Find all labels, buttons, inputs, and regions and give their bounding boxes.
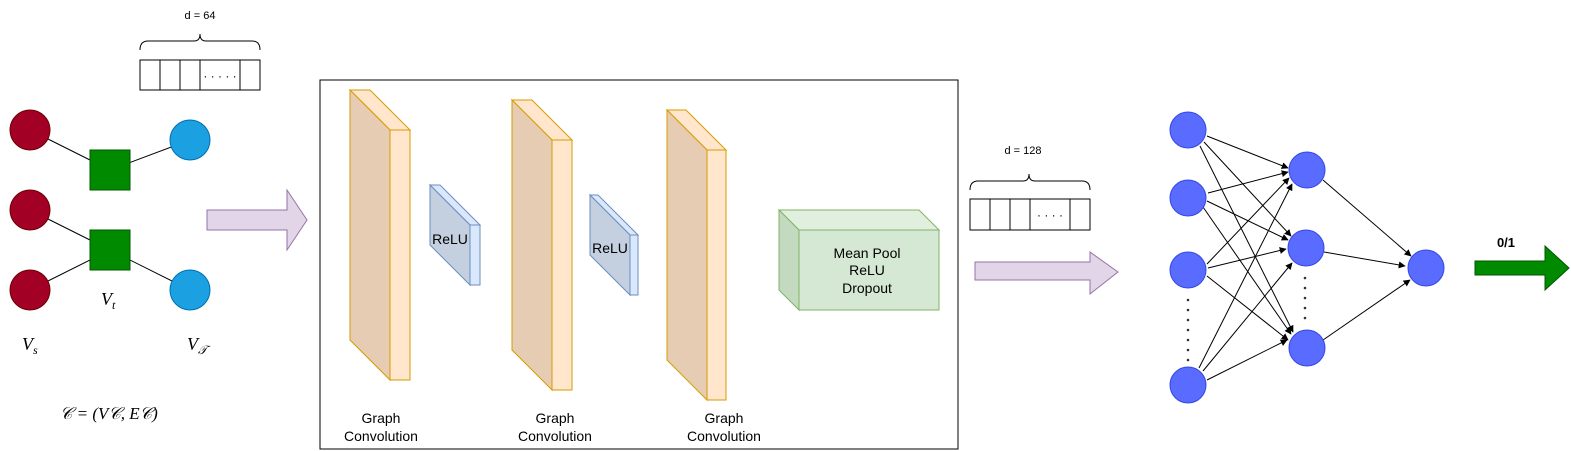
pooling-block [777,208,941,312]
embedding-vector-group: d = 128 · · · · [969,145,1091,231]
graph-conv-layer-3 [665,108,728,402]
mlp-edges [1198,135,1412,381]
conv-1-label-line1: Graph [362,410,401,426]
pool-label-line1: Mean Pool [834,245,901,261]
mlp-output-node [1407,249,1445,287]
mlp-input-node [1169,366,1207,404]
relu-layer-2 [588,193,640,297]
target-set-label: V𝒯 [187,334,211,357]
mlp-hidden-node [1288,151,1326,189]
mlp-hidden-ellipsis [1303,276,1307,320]
input-dim-brace [139,33,261,51]
mlp-input-node [1169,111,1207,149]
input-graph: Vs Vt V𝒯 𝒞 = (V𝒞, E𝒞) [9,109,211,423]
source-node [9,269,51,311]
input-vector-group: d = 64 · · · · · [139,10,261,91]
embedding-dim-brace [969,173,1091,191]
output-arrow [1474,244,1570,292]
transaction-set-label: Vt [101,289,116,312]
gnn-block: Graph Convolution ReLU Graph Convolution… [319,79,959,450]
source-node [9,109,51,151]
flow-arrow-to-mlp [974,251,1119,296]
flow-arrow-to-gnn [206,188,308,252]
mlp-input-node [1169,251,1207,289]
mlp-input-ellipsis [1186,298,1190,362]
mlp-hidden-node [1287,229,1325,267]
input-vector-dots: · · · · · [203,69,236,83]
embedding-dim-label: d = 128 [1004,145,1041,157]
pool-label-line2: ReLU [849,262,885,278]
pool-label-line3: Dropout [842,280,892,296]
conv-3-label-line2: Convolution [687,428,761,444]
mlp-hidden-node [1288,329,1326,367]
graph-formula: 𝒞 = (V𝒞, E𝒞) [60,404,158,423]
graph-conv-layer-2 [510,98,574,392]
source-node [9,189,51,231]
embedding-vector-dots: · · · · [1037,208,1063,222]
source-set-label: Vs [22,334,38,357]
conv-2-label-line2: Convolution [518,428,592,444]
conv-3-label-line1: Graph [705,410,744,426]
transaction-node [89,149,131,191]
target-node [169,119,211,161]
output-label: 0/1 [1497,235,1515,250]
mlp-classifier [1169,111,1445,404]
graph-conv-layer-1 [348,88,412,382]
conv-1-label-line2: Convolution [344,428,418,444]
relu-1-label: ReLU [432,231,468,247]
relu-layer-1 [428,183,482,287]
relu-2-label: ReLU [592,240,628,256]
mlp-input-node [1169,179,1207,217]
input-dim-label: d = 64 [185,10,216,22]
transaction-node [89,229,131,271]
target-node [169,269,211,311]
conv-2-label-line1: Graph [536,410,575,426]
